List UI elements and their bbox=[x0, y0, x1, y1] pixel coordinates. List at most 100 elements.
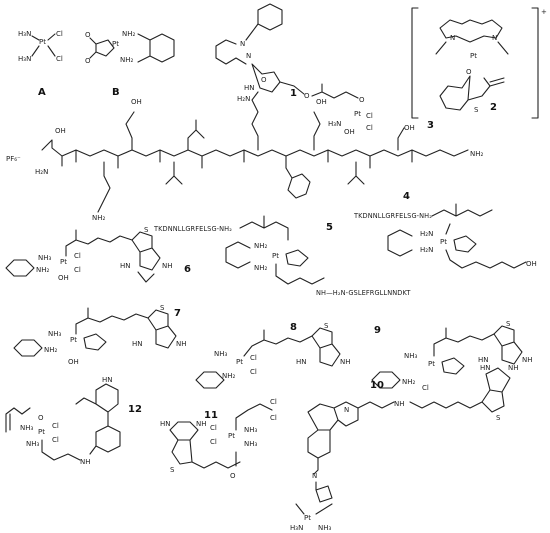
atom-12-nh3-2: NH₃ bbox=[20, 424, 34, 432]
atom-11-cl-2: Cl bbox=[210, 438, 217, 446]
atom-10-nh-amide: NH bbox=[394, 400, 405, 408]
atom-1-h3n: H₃N bbox=[328, 120, 341, 128]
atom-7-nh3: NH₃ bbox=[48, 330, 62, 338]
atom-9-nh: NH bbox=[522, 356, 533, 364]
atom-6-nh: NH bbox=[162, 262, 173, 270]
atom-2-charge: + bbox=[541, 8, 547, 16]
atom-8-hn: HN bbox=[296, 358, 307, 366]
atom-1-oh: OH bbox=[344, 128, 355, 136]
structure-3: PF₆⁻ OH H₂N NH₂ OH HN H₂N OH OH NH₂ 3 bbox=[6, 84, 484, 222]
label-11: 11 bbox=[204, 410, 218, 421]
atom-11-cl-3: Cl bbox=[270, 398, 277, 406]
atom-1-cl-2: Cl bbox=[366, 124, 373, 132]
atom-9-nh3: NH₃ bbox=[404, 352, 418, 360]
atom-8-pt: Pt bbox=[236, 358, 243, 366]
atom-2-n1: N bbox=[450, 34, 455, 42]
structure-1: N N O O O Pt H₃N Cl Cl OH 1 bbox=[215, 3, 373, 136]
atom-11-nh3-2: NH₃ bbox=[244, 440, 258, 448]
atom-12-hn: HN bbox=[102, 376, 113, 384]
atom-2-s: S bbox=[474, 106, 479, 114]
atom-8-nh: NH bbox=[340, 358, 351, 366]
label-7: 7 bbox=[174, 308, 181, 319]
atom-1-o-pt: O bbox=[359, 96, 365, 104]
atom-1-o-furan: O bbox=[261, 76, 267, 84]
atom-10-nh3: NH₃ bbox=[318, 524, 332, 532]
atom-10-hn: HN bbox=[480, 364, 491, 372]
structure-5: TKDNNLLGRFELSG-NH₂ Pt NH₂ NH₂ NH—H₂N-GSL… bbox=[153, 215, 411, 297]
atom-6-nh2: NH₂ bbox=[36, 266, 50, 274]
label-5: 5 bbox=[326, 222, 333, 233]
atom-4-h2n-1: H₂N bbox=[420, 230, 433, 238]
atom-4-h2n-2: H₂N bbox=[420, 246, 433, 254]
atom-12-pt: Pt bbox=[38, 428, 45, 436]
atom-9-pt: Pt bbox=[428, 360, 435, 368]
structure-9: NH₂ Pt NH₃ Cl S HN NH 9 bbox=[371, 320, 533, 392]
atom-12-cl-2: Cl bbox=[52, 436, 59, 444]
label-A: A bbox=[38, 87, 46, 98]
label-9: 9 bbox=[374, 325, 381, 336]
atom-5-nh2-2: NH₂ bbox=[254, 264, 268, 272]
atom-6-oh: OH bbox=[58, 274, 69, 282]
atom-B-nh2-2: NH₂ bbox=[120, 56, 134, 64]
seq-5-top: TKDNNLLGRFELSG-NH₂ bbox=[153, 225, 232, 233]
atom-A-nh3-1: H₃N bbox=[18, 30, 31, 38]
atom-6-cl-2: Cl bbox=[74, 266, 81, 274]
structure-7: NH₂ Pt NH₃ OH S HN NH 7 bbox=[13, 304, 187, 366]
atom-10-s: S bbox=[496, 414, 501, 422]
atom-2-n2: N bbox=[492, 34, 497, 42]
label-1: 1 bbox=[290, 88, 297, 99]
atom-3-arg-h2n: H₂N bbox=[237, 95, 250, 103]
atom-B-pt: Pt bbox=[112, 40, 119, 48]
label-6: 6 bbox=[184, 264, 191, 275]
atom-5-pt: Pt bbox=[272, 252, 279, 260]
structure-2: + N N Pt O S 2 bbox=[411, 7, 547, 119]
atom-7-pt: Pt bbox=[70, 336, 77, 344]
label-12: 12 bbox=[128, 404, 142, 415]
atom-8-s: S bbox=[324, 322, 329, 330]
structure-6: NH₂ Pt NH₃ Cl Cl OH S HN NH 6 bbox=[5, 226, 191, 283]
atom-3-arg-nh: HN bbox=[244, 84, 255, 92]
atom-8-nh2: NH₂ bbox=[222, 372, 236, 380]
label-3: 3 bbox=[427, 120, 434, 131]
atom-11-s: S bbox=[170, 466, 175, 474]
structure-8: NH₂ Pt NH₃ Cl Cl S HN NH 8 bbox=[195, 322, 351, 389]
atom-8-nh3: NH₃ bbox=[214, 350, 228, 358]
atom-5-nh2-1: NH₂ bbox=[254, 242, 268, 250]
atom-1-n1: N bbox=[240, 40, 245, 48]
atom-11-pt: Pt bbox=[228, 432, 235, 440]
atom-11-cl-1: Cl bbox=[210, 424, 217, 432]
atom-3-nh2-terminal: NH₂ bbox=[470, 150, 484, 158]
atom-10-nh: NH bbox=[508, 364, 519, 372]
label-B: B bbox=[112, 87, 120, 98]
atom-10-pt: Pt bbox=[304, 514, 311, 522]
atom-11-o-ester: O bbox=[230, 472, 236, 480]
atom-A-nh3-2: H₃N bbox=[18, 55, 31, 63]
seq-5-bottom: NH—H₂N-GSLEFRGLLNNDKT bbox=[316, 289, 411, 297]
atom-10-n-imine: N bbox=[312, 472, 317, 480]
atom-A-cl-2: Cl bbox=[56, 55, 63, 63]
atom-10-h3n: H₃N bbox=[290, 524, 303, 532]
atom-12-cl-1: Cl bbox=[52, 422, 59, 430]
atom-11-nh: NH bbox=[196, 420, 207, 428]
atom-6-nh3: NH₃ bbox=[38, 254, 52, 262]
atom-3-h2n: H₂N bbox=[35, 168, 48, 176]
atom-6-hn: HN bbox=[120, 262, 131, 270]
structure-B: O O Pt NH₂ NH₂ B bbox=[85, 30, 175, 98]
atom-1-pt: Pt bbox=[354, 110, 361, 118]
label-4: 4 bbox=[403, 191, 410, 202]
atom-3-pf6: PF₆⁻ bbox=[6, 155, 21, 163]
atom-9-hn: HN bbox=[478, 356, 489, 364]
atom-9-s: S bbox=[506, 320, 511, 328]
structure-A: Pt H₃N H₃N Cl Cl A bbox=[18, 30, 63, 98]
atom-4-pt: Pt bbox=[440, 238, 447, 246]
atom-3-lys-nh2: NH₂ bbox=[92, 214, 106, 222]
atom-2-pt: Pt bbox=[470, 52, 477, 60]
structure-4: TKDNNLLGRFELSG-NH₂ Pt H₂N H₂N OH 4 bbox=[353, 191, 537, 269]
atom-3-oh: OH bbox=[55, 127, 66, 135]
seq-4: TKDNNLLGRFELSG-NH₂ bbox=[353, 212, 432, 220]
atom-12-o: O bbox=[38, 414, 44, 422]
atom-9-cl: Cl bbox=[422, 384, 429, 392]
atom-9-nh2: NH₂ bbox=[402, 378, 416, 386]
